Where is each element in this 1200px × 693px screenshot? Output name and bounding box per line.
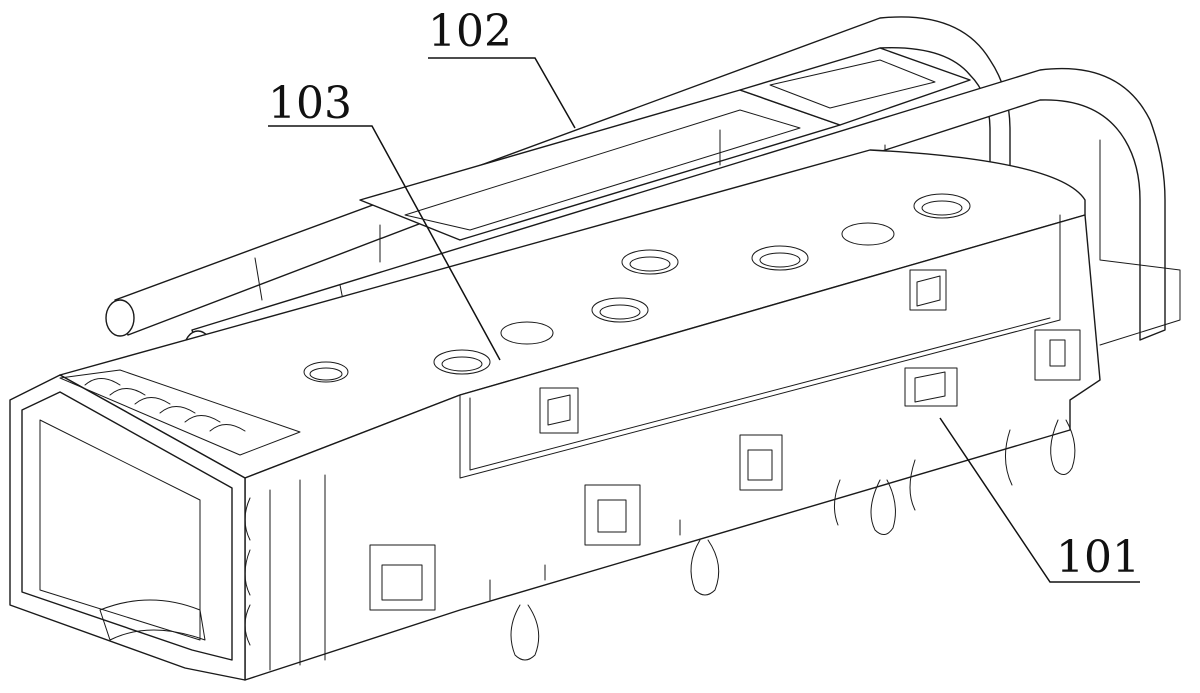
label-102: 102 <box>428 6 512 57</box>
front-spring-fingers <box>59 369 326 671</box>
side-latch-tabs <box>369 269 1081 611</box>
reference-label-101: 101 <box>939 417 1140 583</box>
cage-top-surface <box>59 149 1086 479</box>
leader-line-103 <box>268 125 501 361</box>
reference-label-102: 102 <box>428 6 576 129</box>
rear-pipe-end <box>105 299 135 337</box>
label-101: 101 <box>1056 532 1140 583</box>
cage-body <box>9 149 1101 681</box>
leader-line-102 <box>428 57 576 129</box>
label-103: 103 <box>268 78 352 129</box>
press-fit-pins <box>489 419 1076 661</box>
cage-front-opening <box>21 391 233 661</box>
top-vent-holes <box>303 193 971 383</box>
reference-label-103: 103 <box>268 78 501 361</box>
cage-side-wall <box>244 214 1101 681</box>
leader-line-101 <box>939 417 1140 583</box>
